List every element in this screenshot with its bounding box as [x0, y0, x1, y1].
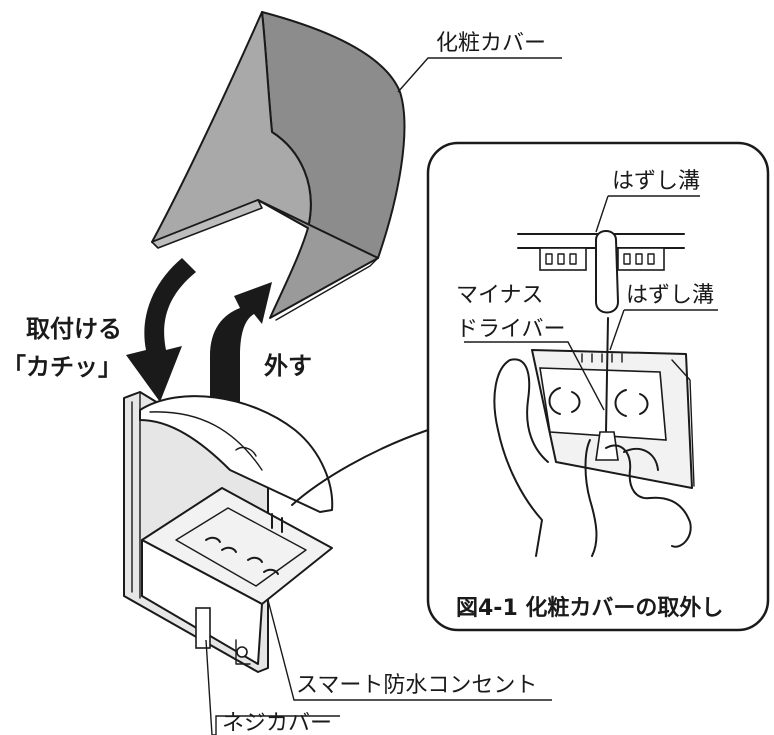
label-decorative-cover: 化粧カバー: [436, 31, 546, 56]
label-removal-groove-top: はずし溝: [612, 169, 700, 194]
screwdriver-blade-icon: [595, 230, 620, 314]
label-click-sound: 「カチッ」: [2, 353, 122, 381]
cover-lip: [151, 199, 263, 249]
up-arrow-icon: [210, 282, 272, 420]
outlet-lower-body: [141, 539, 263, 665]
label-smart-outlet: スマート防水コンセント: [296, 673, 537, 698]
label-flathead-line2: ドライバー: [456, 317, 566, 342]
cover-side-panel: [257, 199, 379, 319]
detail-inset: [426, 141, 770, 632]
decorative-cover-illustration: [151, 11, 406, 321]
leader-groove-mid: [609, 309, 718, 351]
leader-groove-top: [595, 195, 700, 233]
callout-pointer: [291, 429, 429, 506]
label-remove: 外す: [264, 352, 312, 380]
label-attach: 取付ける: [26, 315, 122, 343]
groove-strip-detail: [517, 230, 685, 314]
down-arrow-icon: [126, 258, 196, 402]
attach-arrow: [126, 258, 196, 402]
right-hand-icon: [584, 439, 692, 557]
leader-smart-outlet: [267, 599, 552, 701]
figure-caption: 図4-1 化粧カバーの取外し: [456, 595, 723, 621]
leader-decorative-cover: [397, 57, 562, 93]
label-screw-cover: ネジカバー: [222, 711, 332, 735]
bolt-icon: [236, 646, 248, 658]
smart-outlet-illustration: [123, 391, 334, 673]
cover-top-face: [261, 11, 406, 259]
remove-arrow: [210, 282, 272, 420]
label-removal-groove-mid: はずし溝: [626, 283, 714, 308]
leader-screw-cover: [205, 639, 340, 735]
screw-cover-part: [195, 607, 211, 649]
cover-front-face: [151, 11, 312, 243]
label-flathead-line1: マイナス: [456, 283, 544, 308]
leader-flathead: [464, 341, 605, 411]
hand-screwdriver-detail: [493, 317, 695, 557]
left-hand-icon: [493, 358, 549, 557]
outlet-dome: [139, 395, 334, 513]
cover-side-edge: [275, 257, 379, 321]
